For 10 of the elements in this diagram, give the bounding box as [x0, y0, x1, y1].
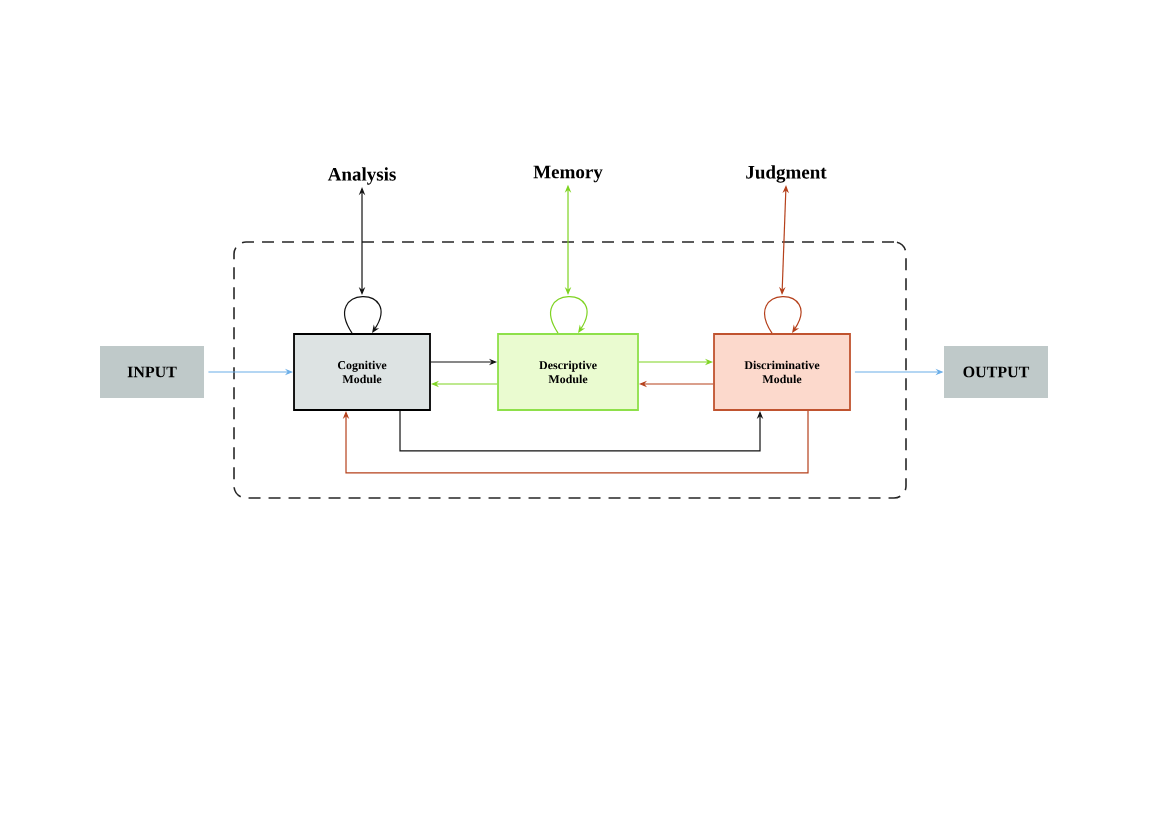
terminal-box: OUTPUT: [944, 346, 1048, 398]
label-text: Judgment: [746, 165, 827, 183]
arrow: [764, 295, 802, 334]
label-text: Memory: [533, 165, 603, 183]
arrow: [550, 295, 588, 334]
container-frame: [233, 241, 907, 499]
arrow: [342, 410, 809, 474]
arrow: [344, 295, 382, 334]
terminal-box: INPUT: [100, 346, 204, 398]
label-text: Analysis: [327, 167, 396, 185]
